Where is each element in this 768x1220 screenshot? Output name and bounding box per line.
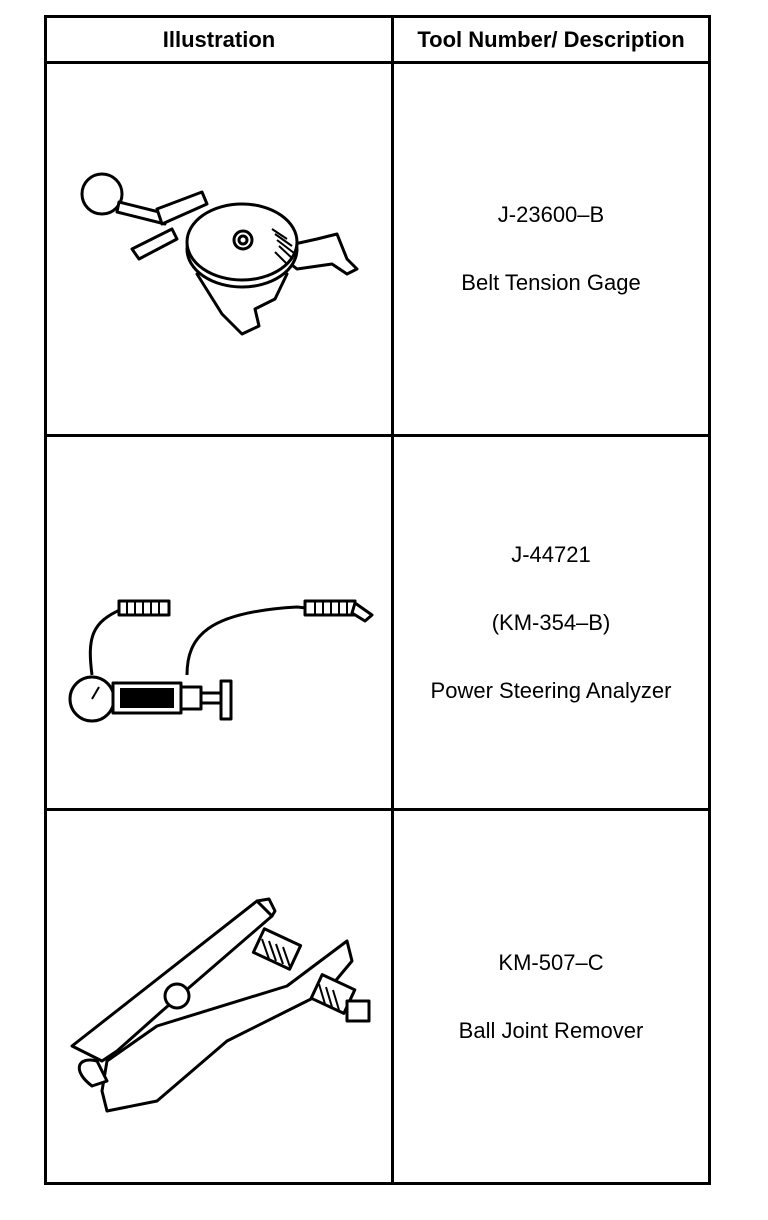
table-row: KM-507–C Ball Joint Remover <box>47 811 708 1182</box>
header-tool-description: Tool Number/ Description <box>417 27 685 52</box>
description-cell: J-23600–B Belt Tension Gage <box>394 64 708 434</box>
belt-tension-gage-icon <box>80 172 359 336</box>
tool-description: Ball Joint Remover <box>458 1017 644 1043</box>
row-divider <box>47 434 708 437</box>
power-steering-analyzer-icon <box>68 599 374 723</box>
table-row: J-23600–B Belt Tension Gage <box>47 64 708 434</box>
ball-joint-remover-icon <box>70 897 371 1113</box>
illustration-cell <box>47 437 391 808</box>
table-header: Illustration Tool Number/ Description <box>47 18 708 64</box>
tool-number: J-23600–B <box>497 202 605 227</box>
description-cell: J-44721 (KM-354–B) Power Steering Analyz… <box>394 437 708 808</box>
row-divider <box>47 808 708 811</box>
tool-description: Power Steering Analyzer <box>430 677 672 703</box>
tool-table: Illustration Tool Number/ Description <box>44 15 711 1185</box>
tool-number: KM-507–C <box>498 949 604 975</box>
tool-number: J-44721 <box>511 541 591 567</box>
tool-description: Belt Tension Gage <box>461 270 641 295</box>
tool-alt-number: (KM-354–B) <box>491 609 611 635</box>
illustration-cell <box>47 811 391 1182</box>
table-row: J-44721 (KM-354–B) Power Steering Analyz… <box>47 437 708 808</box>
column-divider <box>391 18 394 1182</box>
description-cell: KM-507–C Ball Joint Remover <box>394 811 708 1182</box>
illustration-cell <box>47 64 391 434</box>
header-illustration: Illustration <box>162 27 276 52</box>
